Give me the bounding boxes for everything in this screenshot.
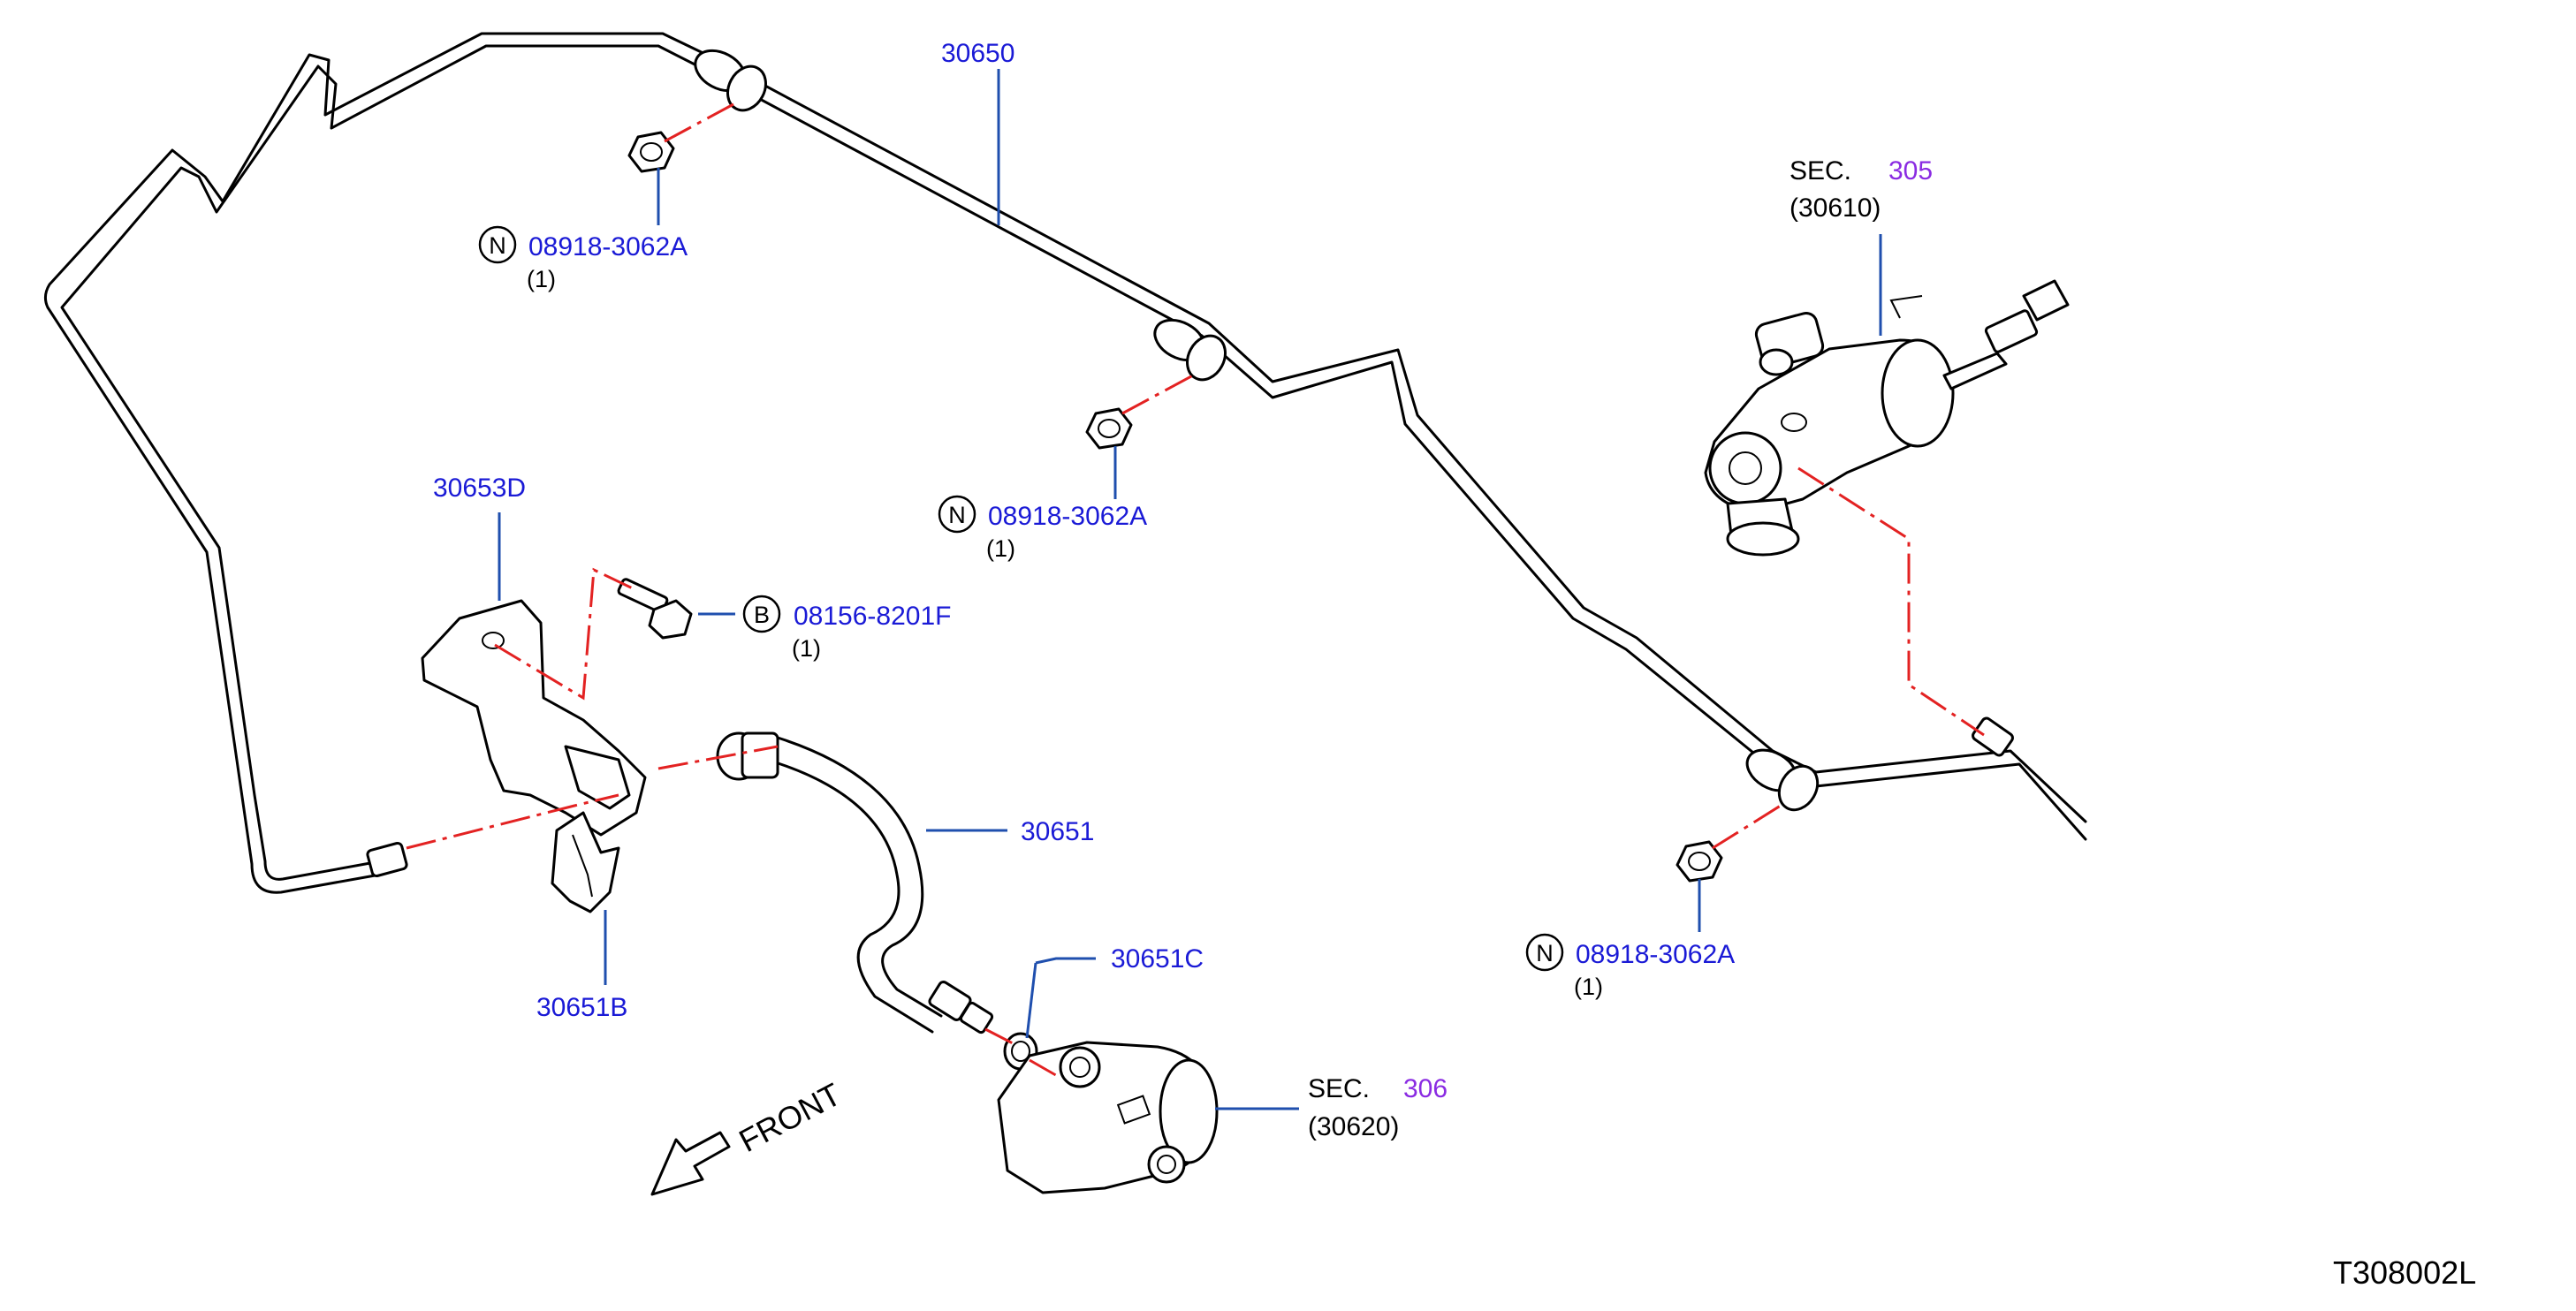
- front-arrow-icon: [650, 1131, 731, 1196]
- phantom-lines: [406, 102, 1985, 1080]
- quantity-label: (1): [986, 535, 1015, 562]
- part-label-08156-8201f: 08156-8201F: [794, 602, 951, 631]
- n-symbol-icon: [1525, 933, 1564, 972]
- part-label-08918-3062a: 08918-3062A: [1576, 940, 1735, 969]
- diagram-id: T308002L: [2333, 1254, 2476, 1291]
- master-cylinder: [1704, 279, 2070, 557]
- callout-bolt: B 08156-8201F (1): [742, 595, 951, 662]
- callout-symbol: B: [754, 602, 770, 628]
- callout-nut-1: N 08918-3062A (1): [478, 225, 688, 292]
- part-label-08918-3062a: 08918-3062A: [988, 502, 1147, 531]
- tube-fitting-middle: [1153, 318, 1227, 382]
- tube-end-fitting-left: [366, 841, 408, 878]
- clutch-hose: [716, 731, 994, 1034]
- callout-nut-3: N 08918-3062A (1): [1525, 933, 1735, 1000]
- part-label-30653d: 30653D: [433, 474, 526, 503]
- part-label-08918-3062a: 08918-3062A: [528, 232, 688, 261]
- callout-nut-2: N 08918-3062A (1): [938, 495, 1147, 562]
- n-symbol-icon: [478, 225, 517, 264]
- b-symbol-icon: [742, 595, 781, 633]
- nut-icon: [1676, 840, 1723, 883]
- quantity-label: (1): [527, 266, 556, 292]
- section-part: (30620): [1308, 1112, 1399, 1141]
- lock-plate-clip: [551, 811, 620, 913]
- tube-fitting-lower-right: [1745, 748, 1820, 812]
- section-number: 306: [1403, 1074, 1448, 1103]
- section-ref-305: SEC. 305 (30610): [1790, 156, 1933, 223]
- section-prefix: SEC.: [1308, 1074, 1370, 1103]
- operating-cylinder: [997, 1041, 1219, 1194]
- leader-lines: [498, 69, 1882, 1110]
- section-number: 305: [1888, 156, 1933, 186]
- part-label-30651b: 30651B: [536, 993, 627, 1022]
- nut-icon: [627, 131, 675, 173]
- n-symbol-icon: [938, 495, 976, 534]
- part-label-30651: 30651: [1021, 817, 1094, 846]
- tube-fitting-upper-left: [694, 49, 767, 112]
- callout-symbol: N: [1536, 940, 1554, 966]
- callout-symbol: N: [948, 502, 966, 528]
- quantity-label: (1): [792, 635, 821, 662]
- part-label-30651c: 30651C: [1111, 944, 1204, 974]
- section-part: (30610): [1790, 193, 1881, 223]
- part-label-30650: 30650: [941, 39, 1014, 68]
- section-prefix: SEC.: [1790, 156, 1851, 186]
- clutch-tube: [43, 32, 2087, 894]
- bracket: [421, 599, 647, 837]
- callout-symbol: N: [489, 232, 506, 259]
- tube-end-fitting-right: [1972, 716, 2014, 757]
- section-ref-306: SEC. 306 (30620): [1308, 1074, 1448, 1141]
- front-label: FRONT: [733, 1076, 847, 1159]
- quantity-label: (1): [1574, 974, 1603, 1000]
- nut-icon: [1085, 407, 1133, 450]
